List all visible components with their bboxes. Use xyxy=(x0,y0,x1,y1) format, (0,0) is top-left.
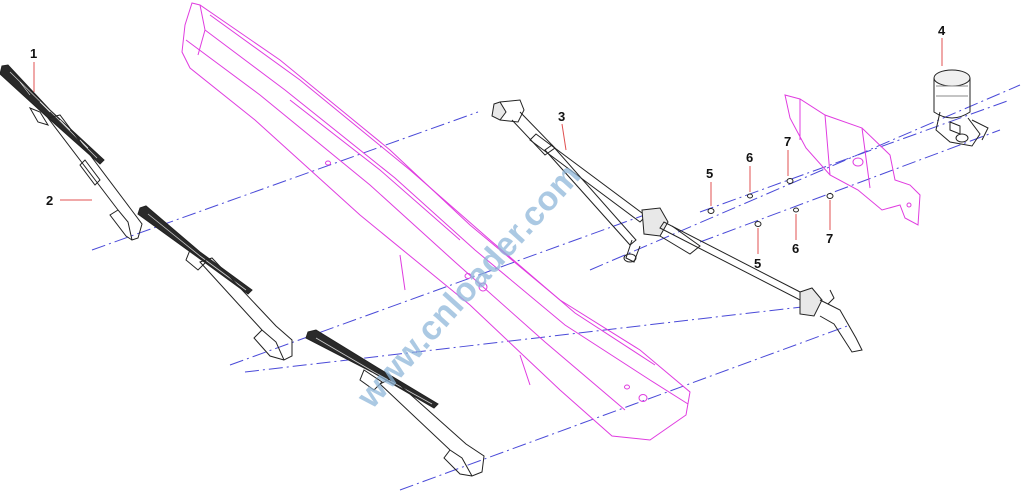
callout-3: 3 xyxy=(558,109,565,124)
callouts: 1 2 3 4 5 5 6 6 7 7 xyxy=(30,23,946,271)
bolt-5-upper xyxy=(707,208,715,214)
centerlines xyxy=(91,84,1021,491)
wiper-blade-bottom xyxy=(305,329,485,477)
bolt-5-lower xyxy=(754,221,762,227)
callout-1: 1 xyxy=(30,46,37,61)
callout-6-lower: 6 xyxy=(792,241,799,256)
callout-4: 4 xyxy=(938,23,946,38)
nut-7-upper xyxy=(786,178,794,184)
washer-6-upper xyxy=(747,193,753,199)
body-panel xyxy=(181,2,691,441)
leader-lines xyxy=(33,38,943,254)
washer-6-lower xyxy=(793,207,799,213)
wiper-blade-middle xyxy=(137,205,293,361)
callout-6-upper: 6 xyxy=(746,150,753,165)
callout-5-upper: 5 xyxy=(706,166,713,181)
wiper-linkage-3 xyxy=(491,99,863,353)
callout-2: 2 xyxy=(46,193,53,208)
mounting-bracket xyxy=(784,94,921,226)
wiper-blade-1 xyxy=(0,64,105,165)
callout-5-lower: 5 xyxy=(754,256,761,271)
fasteners xyxy=(707,178,834,227)
wiper-motor-4 xyxy=(933,69,989,147)
nut-7-lower xyxy=(826,193,834,199)
wiper-arm-2 xyxy=(47,114,143,241)
callout-7-upper: 7 xyxy=(784,134,791,149)
watermark: www.cnloader.com xyxy=(349,156,588,416)
callout-7-lower: 7 xyxy=(826,231,833,246)
